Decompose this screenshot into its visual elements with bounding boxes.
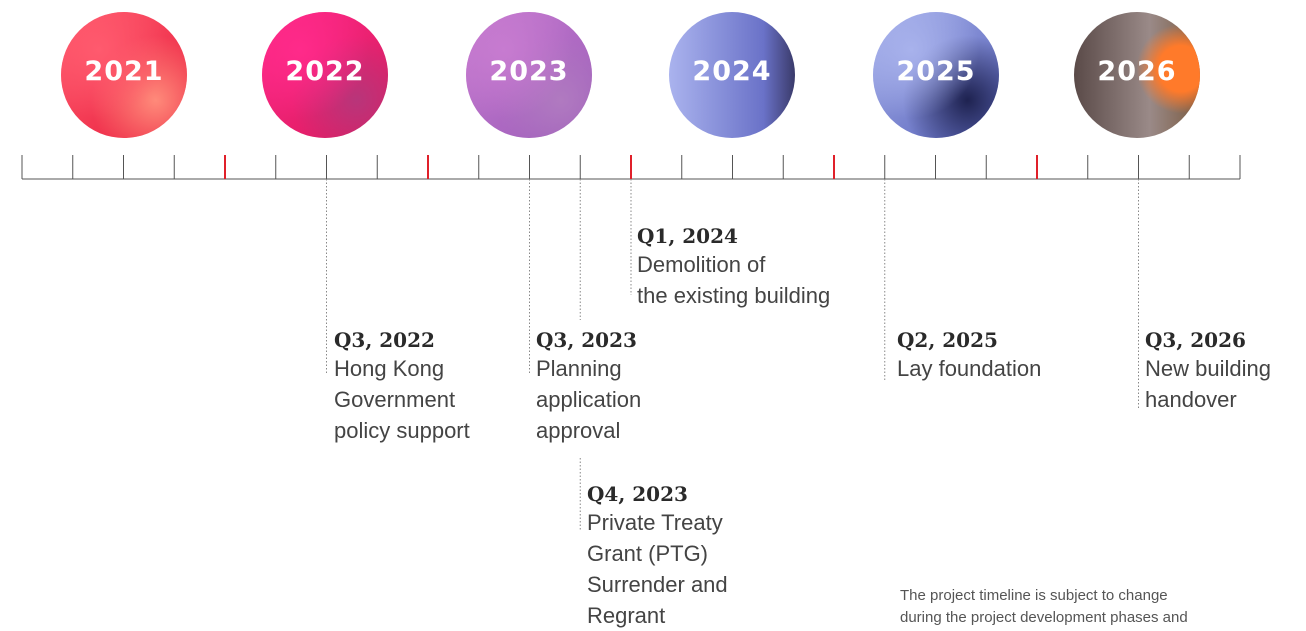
year-circle-2023: 2023 — [466, 12, 592, 138]
year-label-2022: 2022 — [285, 56, 365, 87]
photo-fill-2024 — [669, 12, 795, 138]
year-circle-2026: 2026 — [1074, 12, 1200, 138]
year-label-2023: 2023 — [489, 56, 569, 87]
year-circle-2021: 2021 — [61, 12, 187, 138]
milestone-q1-2024: Q1, 2024 Demolition of the existing buil… — [637, 223, 830, 311]
year-label-2024: 2024 — [692, 56, 772, 87]
milestone-q2-2025: Q2, 2025 Lay foundation — [897, 327, 1041, 384]
photo-fill-2025 — [873, 12, 999, 138]
disclaimer-note: The project timeline is subject to chang… — [900, 587, 1188, 626]
milestone-text: Demolition of the existing building — [637, 252, 831, 308]
year-circle-2022: 2022 — [262, 12, 388, 138]
year-circle-2024: 2024 — [669, 12, 795, 138]
photo-fill-2021 — [61, 12, 187, 138]
photo-fill-2026 — [1074, 12, 1200, 138]
milestone-q3-2022: Q3, 2022 Hong Kong Government policy sup… — [334, 327, 470, 446]
milestone-text: New building handover — [1145, 356, 1271, 412]
milestone-text: Planning application approval — [536, 356, 642, 443]
milestone-text: Private Treaty Grant (PTG) Surrender and… — [587, 510, 728, 628]
milestone-date: Q4, 2023 — [587, 482, 688, 506]
milestone-q3-2023: Q3, 2023 Planning application approval — [536, 327, 641, 446]
year-label-2025: 2025 — [896, 56, 976, 87]
milestone-q3-2026: Q3, 2026 New building handover — [1145, 327, 1271, 415]
photo-fill-2023 — [466, 12, 592, 138]
milestone-date: Q3, 2022 — [334, 328, 435, 352]
milestone-date: Q3, 2026 — [1145, 328, 1246, 352]
milestone-text: Lay foundation — [897, 356, 1042, 381]
milestone-q4-2023: Q4, 2023 Private Treaty Grant (PTG) Surr… — [587, 481, 728, 631]
milestone-date: Q3, 2023 — [536, 328, 637, 352]
milestone-date: Q2, 2025 — [897, 328, 998, 352]
milestone-text: Hong Kong Government policy support — [334, 356, 470, 443]
photo-fill-2022 — [262, 12, 388, 138]
year-circle-2025: 2025 — [873, 12, 999, 138]
milestone-date: Q1, 2024 — [637, 224, 738, 248]
year-label-2026: 2026 — [1097, 56, 1177, 87]
year-label-2021: 2021 — [84, 56, 164, 87]
